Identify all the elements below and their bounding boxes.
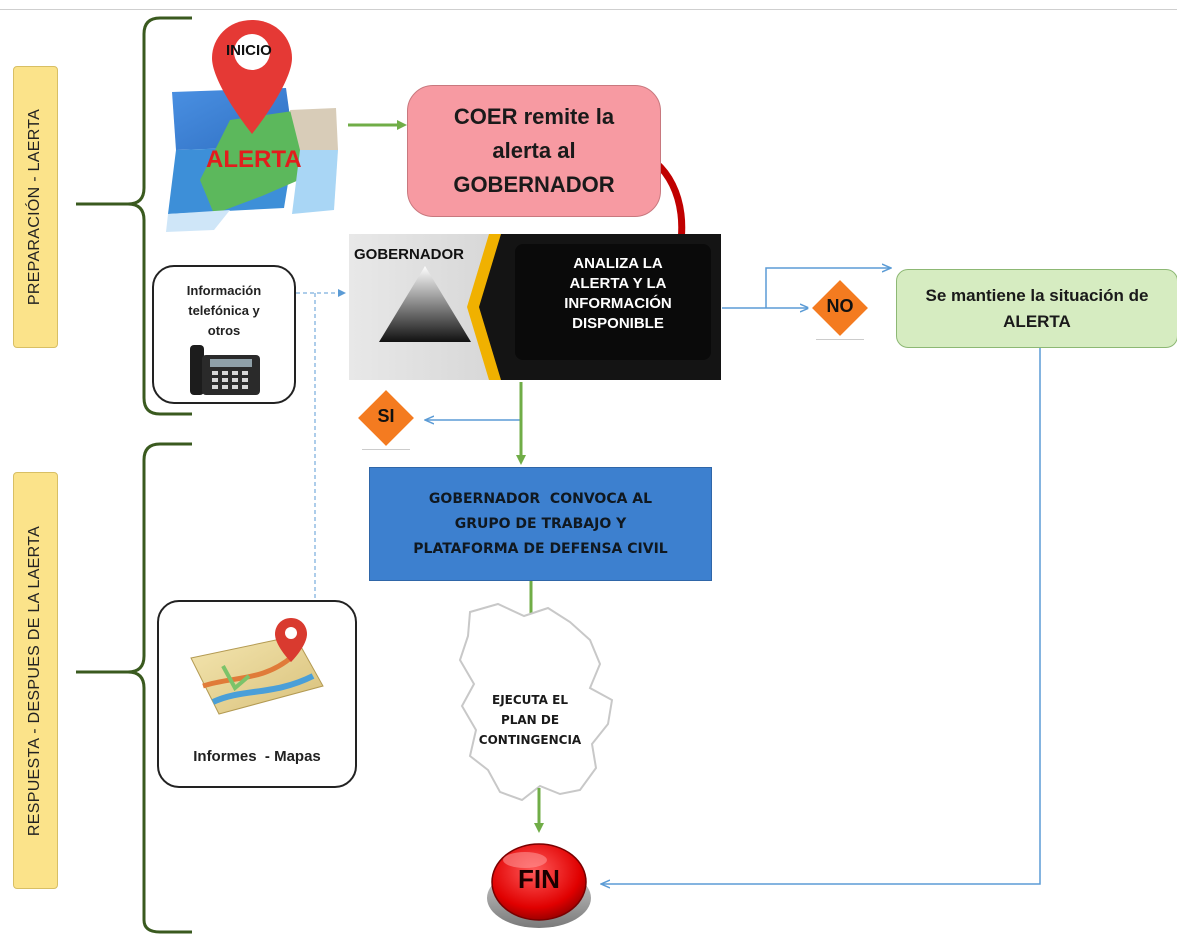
plan-text: EJECUTA EL PLAN DE CONTINGENCIA bbox=[462, 690, 598, 750]
plan-line3: CONTINGENCIA bbox=[478, 733, 582, 747]
convoca-line3: PLATAFORMA DE DEFENSA CIVIL bbox=[413, 540, 668, 557]
phase-label-preparacion: PREPARACIÓN - LAERTA bbox=[13, 66, 58, 348]
convoca-box: GOBERNADOR CONVOCA AL GRUPO DE TRABAJO Y… bbox=[369, 467, 712, 581]
arrow-alert-to-fin bbox=[602, 346, 1041, 884]
telephone-icon bbox=[190, 345, 260, 395]
brace-preparacion bbox=[76, 16, 192, 416]
plan-line1: EJECUTA EL bbox=[492, 693, 568, 707]
decision-si-label: SI bbox=[377, 406, 395, 426]
start-alerta-label: ALERTA bbox=[206, 146, 302, 173]
decision-si-diamond bbox=[354, 386, 418, 450]
coer-line3: GOBERNADOR bbox=[453, 172, 615, 197]
alert-box-line1: Se mantiene la situación de bbox=[925, 285, 1149, 305]
phase-label-respuesta: RESPUESTA - DESPUES DE LA LAERTA bbox=[13, 472, 58, 889]
decision-si: SI bbox=[354, 386, 418, 450]
reports-card-label: Informes - Mapas bbox=[193, 748, 321, 765]
info-card-line2: telefónica y bbox=[188, 303, 260, 318]
convoca-line1: GOBERNADOR CONVOCA AL bbox=[428, 490, 653, 507]
banner-line2: ALERTA Y LA bbox=[569, 275, 667, 292]
brace-respuesta bbox=[76, 442, 192, 934]
start-map-graphic bbox=[166, 20, 338, 232]
dashed-info-connector bbox=[296, 292, 344, 600]
info-card-line3: otros bbox=[207, 323, 241, 338]
banner-graphic bbox=[349, 234, 721, 380]
decision-no: NO bbox=[808, 276, 872, 340]
reports-card: Informes - Mapas bbox=[157, 600, 357, 788]
info-card: Información telefónica y otros bbox=[152, 265, 296, 404]
banner-line3: INFORMACIÓN bbox=[564, 295, 672, 312]
info-card-line1: Información bbox=[186, 283, 262, 298]
fin-button-graphic bbox=[487, 843, 591, 928]
map-pin-icon bbox=[190, 618, 324, 715]
coer-line1: COER remite la bbox=[453, 104, 615, 129]
banner-line1: ANALIZA LA bbox=[573, 255, 663, 272]
coer-box: COER remite la alerta al GOBERNADOR bbox=[407, 85, 661, 217]
arrow-to-no-and-alert bbox=[722, 268, 890, 308]
alert-maintained-box: Se mantiene la situación de ALERTA bbox=[896, 269, 1177, 348]
decision-no-diamond bbox=[808, 276, 872, 340]
banner-gobernador-label: GOBERNADOR bbox=[354, 246, 465, 263]
banner-analiza-text: ANALIZA LA ALERTA Y LA INFORMACIÓN DISPO… bbox=[533, 254, 703, 334]
start-inicio-label: INICIO bbox=[226, 42, 272, 59]
convoca-line2: GRUPO DE TRABAJO Y bbox=[454, 515, 627, 532]
gobernador-banner: GOBERNADOR ANALIZA LA ALERTA Y LA INFORM… bbox=[349, 234, 721, 380]
coer-line2: alerta al bbox=[492, 138, 576, 163]
alert-box-line2: ALERTA bbox=[1003, 311, 1071, 331]
plan-line2: PLAN DE bbox=[500, 713, 560, 727]
fin-label: FIN bbox=[518, 864, 560, 894]
banner-line4: DISPONIBLE bbox=[572, 315, 664, 332]
decision-no-label: NO bbox=[826, 296, 854, 316]
plan-map-outline bbox=[458, 602, 614, 802]
top-divider bbox=[0, 9, 1177, 10]
